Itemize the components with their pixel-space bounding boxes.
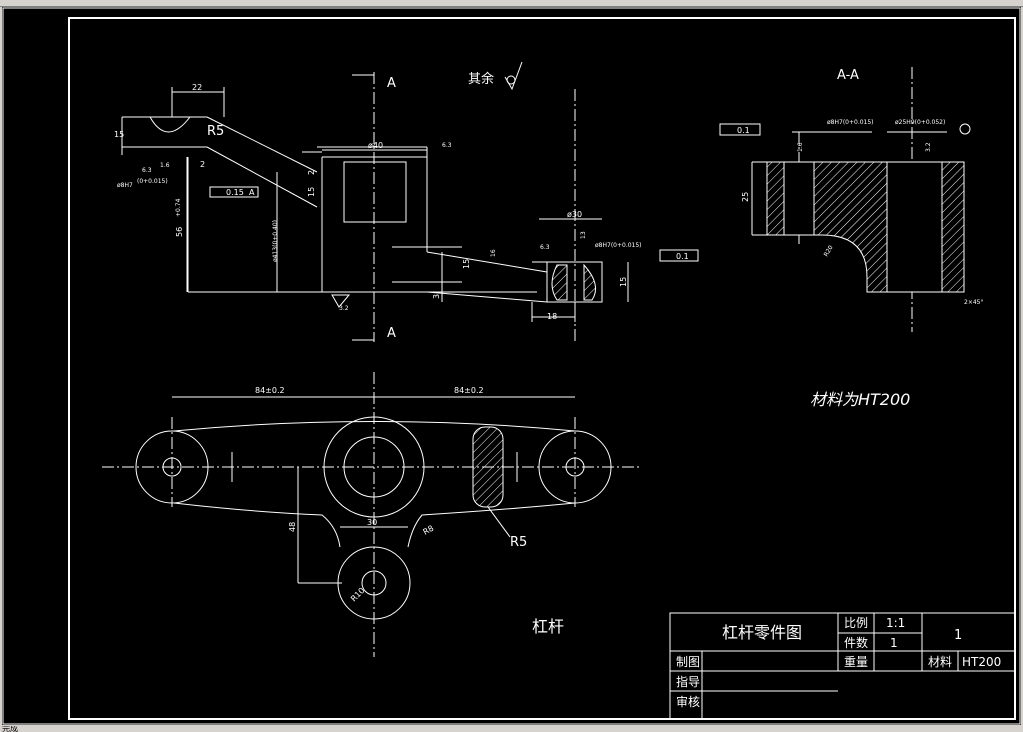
dim-84-left: 84±0.2 (255, 386, 285, 395)
scale-value: 1:1 (886, 616, 905, 630)
dim-84-right: 84±0.2 (454, 386, 484, 395)
dim-16: 16 (490, 249, 497, 257)
rough-32-b: 3.2 (925, 142, 932, 152)
dim-30-b: 30 (367, 518, 377, 527)
inner-frame (68, 17, 1016, 720)
dim-r5-bottom: R5 (510, 535, 527, 550)
dim-8h7-b: ø8H7(0+0.015) (595, 242, 642, 249)
rough-32: 3.2 (339, 305, 349, 312)
dim-22: 22 (192, 83, 202, 92)
datum-a1: A (249, 188, 255, 197)
drawing-svg: A A 其余 22 15 R5 6.3 1.6 2 ø8H7 (0+0.015)… (2, 7, 1021, 725)
tol-01-a: 0.1 (676, 252, 689, 261)
window-top-edge (0, 0, 1023, 7)
material-value: HT200 (962, 655, 1001, 669)
dim-15-left: 15 (114, 130, 124, 139)
tol-a: (0+0.015) (137, 178, 168, 185)
rough-16-a: 1.6 (160, 162, 170, 169)
dim-15-c: 15 (462, 259, 471, 269)
title-block (669, 612, 1016, 720)
rough-13-b: 13 (580, 231, 587, 239)
top-view (102, 372, 642, 657)
review-label: 审核 (676, 694, 700, 709)
dim-8h7-a: ø8H7 (117, 182, 133, 189)
dim-8h7-c: ø8H7(0+0.015) (827, 119, 874, 126)
dim-15-b: 15 (307, 187, 316, 197)
section-arrow-bottom: A (387, 326, 396, 341)
dim-r20: R20 (823, 244, 835, 258)
dim-15-d: 15 (619, 277, 628, 287)
section-arrow-top: A (387, 76, 396, 91)
dim-25: 25 (741, 192, 750, 202)
dim-48: 48 (288, 522, 297, 532)
dim-r10: R10 (349, 586, 367, 604)
drawing-canvas[interactable]: A A 其余 22 15 R5 6.3 1.6 2 ø8H7 (0+0.015)… (2, 7, 1021, 725)
tol-01-b: 0.1 (737, 126, 750, 135)
outer-frame (2, 7, 1021, 725)
section-view (751, 67, 965, 332)
rough-16-b: 1.6 (797, 142, 804, 152)
drawing-name: 杠杆零件图 (722, 623, 802, 642)
dim-13: ø413(0+0.40) (272, 220, 279, 262)
status-text: 完成 (2, 726, 18, 732)
dim-r8: R8 (422, 524, 436, 537)
qty-value: 1 (890, 636, 898, 650)
dim-30: ø30 (567, 210, 582, 219)
chamfer: 2×45° (964, 299, 983, 306)
rough-63-c: 6.3 (540, 244, 550, 251)
rough-63-a: 6.3 (142, 167, 152, 174)
material-note: 材料为HT200 (810, 390, 910, 409)
part-label: 杠杆 (532, 617, 564, 636)
dim-2-b: 2 (307, 170, 316, 175)
dim-25h9: ø25H9(0+0.052) (895, 119, 945, 126)
dim-3: 3 (432, 294, 441, 299)
dim-40: ø40 (368, 141, 383, 150)
section-title: A-A (837, 68, 859, 83)
drawn-label: 制图 (676, 655, 700, 669)
dim-56: 56 (175, 227, 184, 237)
sheet-number: 1 (954, 628, 962, 643)
guide-label: 指导 (676, 674, 700, 689)
status-bar: 完成 (0, 726, 1023, 732)
material-label: 材料 (928, 655, 952, 669)
front-view (121, 72, 629, 342)
weight-label: 重量 (844, 655, 868, 669)
dim-2: 2 (200, 160, 205, 169)
roughness-note: 其余 (468, 71, 494, 87)
dim-r5-top: R5 (207, 124, 224, 139)
rough-63-b: 6.3 (442, 142, 452, 149)
tol-015: 0.15 (226, 188, 244, 197)
qty-label: 件数 (844, 635, 868, 650)
dim-56-tol: +0.74 (175, 198, 182, 217)
scale-label: 比例 (844, 616, 868, 630)
dim-18: 18 (547, 312, 557, 321)
